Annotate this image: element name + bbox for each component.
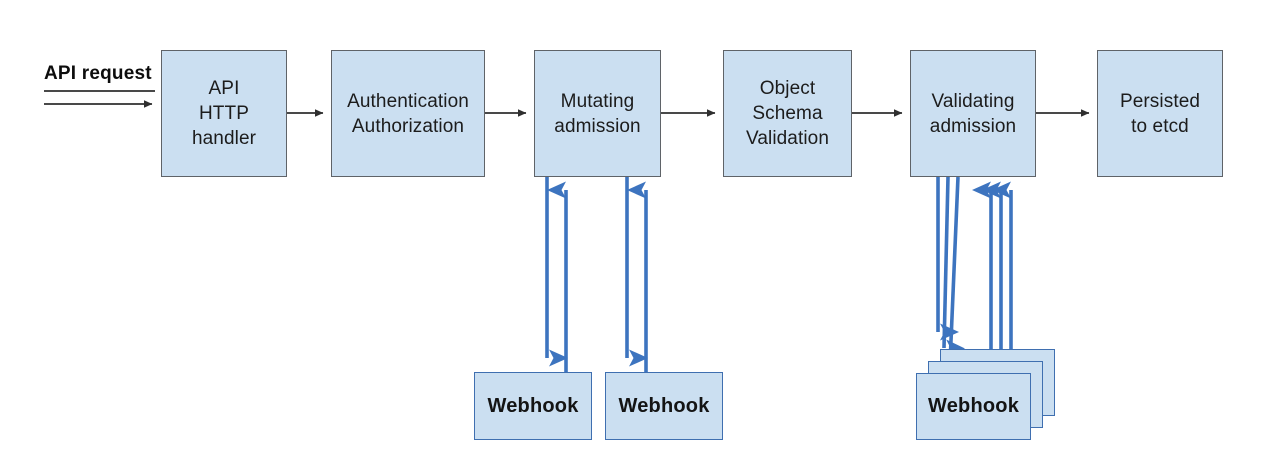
node-persisted-to-etcd[interactable]: Persisted to etcd <box>1097 50 1223 177</box>
webhook-validating-stack-front[interactable]: Webhook <box>916 373 1031 440</box>
webhook-call-mutating-1 <box>545 177 568 372</box>
webhook-call-validating-2 <box>942 176 1003 372</box>
node-object-schema-validation[interactable]: Object Schema Validation <box>723 50 852 177</box>
webhook-call-validating-3 <box>948 176 1013 373</box>
webhook-call-mutating-2 <box>625 177 648 372</box>
webhook-call-validating-1 <box>936 177 993 372</box>
node-mutating-admission[interactable]: Mutating admission <box>534 50 661 177</box>
webhook-mutating-1[interactable]: Webhook <box>474 372 592 440</box>
entry-label-api-request: API request <box>44 63 152 84</box>
webhook-mutating-2[interactable]: Webhook <box>605 372 723 440</box>
node-api-http-handler[interactable]: API HTTP handler <box>161 50 287 177</box>
node-validating-admission[interactable]: Validating admission <box>910 50 1036 177</box>
node-authentication-authorization[interactable]: Authentication Authorization <box>331 50 485 177</box>
